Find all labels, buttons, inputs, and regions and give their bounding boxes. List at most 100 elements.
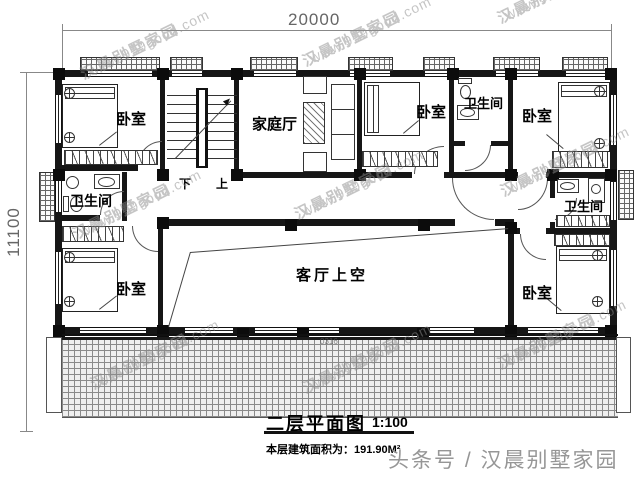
wall-bedroom5-left [508,219,514,330]
bed-fold-line [99,131,117,146]
toilet-bowl [70,196,83,212]
bay-box-top-1 [80,57,160,71]
stair-handrail [196,88,208,168]
watermark-line1: 汉晨别墅家园 [495,0,600,28]
floor-area-text: 本层建筑面积为：191.90M² [266,444,401,456]
sheet-title: 二层平面图 [266,414,366,434]
sheet-scale: 1:100 [372,414,408,430]
plant-symbol [64,88,75,99]
wall-bath2-bedroom3 [508,70,513,178]
door-opening-stairs [168,172,232,178]
title-underline [264,431,414,434]
door-opening-bath3 [550,198,555,222]
stair-up-label: 上 [216,177,229,191]
left-dimension-label: 11100 [3,207,23,257]
column [505,68,517,80]
top-dimension-line [62,30,612,31]
sink-basin [98,177,115,187]
column [418,219,430,231]
toilet-tank [458,78,472,84]
wardrobe-bedroom5 [554,234,610,246]
wall-exterior-top [55,70,617,77]
roof-slope-line-steep [168,252,191,328]
door-opening-bath1 [100,215,122,221]
left-dim-tick-top [20,72,33,73]
door-opening-bedroom4 [132,219,158,226]
room-label-bedroom-top-left: 卧室 [116,111,147,128]
wall-bedroom1-bottom [55,165,165,171]
plant-symbol [594,138,605,149]
pillow [65,87,115,99]
room-label-bedroom-top-center: 卧室 [416,104,447,121]
room-label-bedroom-bottom-right: 卧室 [522,285,553,302]
wardrobe-bedroom4 [62,226,124,242]
washing-machine [66,176,79,189]
door-opening-bedroom2 [412,172,444,178]
column [157,169,169,181]
bed-top-right [546,82,610,152]
bed-fold-line [403,120,419,134]
bay-box-top-3 [250,57,298,71]
planter-box-right [618,170,634,220]
roof-tile-hatch [62,337,618,418]
wall-bath3-bottom [508,228,617,234]
wall-bedroom-bath2 [449,70,454,178]
window-top-1 [88,70,152,77]
column [354,68,366,80]
wall-bedroom4-right [158,219,163,330]
room-label-bath-middle: 卫生间 [464,96,504,111]
window-bottom-5 [528,327,598,334]
door-arc-bedroom5 [520,234,546,260]
column [53,169,65,181]
armchair [303,76,327,94]
chimney-right [616,337,631,413]
bed-top-center [364,82,420,136]
door-arc-bedroom3 [518,178,548,210]
left-dim-ext-top [27,72,56,73]
top-dimension-label: 20000 [288,10,341,29]
stair-down-label: 下 [179,177,192,191]
stair-flight-right [207,95,237,167]
door-opening-bedroom3 [518,172,546,178]
sink-basin [460,108,475,117]
roof-slope-line-shallow [190,228,509,253]
door-opening-bath2 [465,141,491,146]
pillow [367,85,379,133]
toilet-bowl [460,85,471,99]
bay-box-top-4 [348,57,393,71]
wardrobe-bedroom3 [552,151,608,168]
planter-box-left [39,172,55,222]
column [157,217,169,229]
wardrobe-bedroom1 [64,150,158,165]
door-opening-corridor [455,219,495,226]
top-dim-tick-left [62,24,63,37]
plant-symbol [64,296,75,307]
wall-bath1-right [122,172,127,221]
column [231,68,243,80]
window-top-7 [566,70,606,77]
column [547,169,559,181]
wall-corridor-band [160,172,617,178]
door-arc-corridor [452,178,494,220]
bay-box-top-2 [170,57,203,71]
bay-box-top-5 [423,57,455,71]
wall-hall-bedroom [357,70,362,178]
window-top-3 [254,70,296,77]
bay-box-top-6 [493,57,540,71]
door-opening-bedroom5 [520,228,546,234]
top-dim-ext-left [62,31,63,71]
door-arc-bedroom4 [132,226,158,252]
plant-symbol [592,296,603,307]
vanity-bath3 [556,215,610,227]
column [505,222,517,234]
column [605,169,617,181]
left-dimension-line [26,72,27,432]
room-label-bath-right: 卫生间 [564,199,604,214]
watermark-line2: www.999good.com [502,0,629,23]
window-bottom-4 [430,327,474,334]
room-label-living-void: 客厅上空 [296,267,369,284]
bed-fold-line [546,134,564,149]
wall-void-top [158,219,514,226]
plant-symbol [64,252,75,263]
